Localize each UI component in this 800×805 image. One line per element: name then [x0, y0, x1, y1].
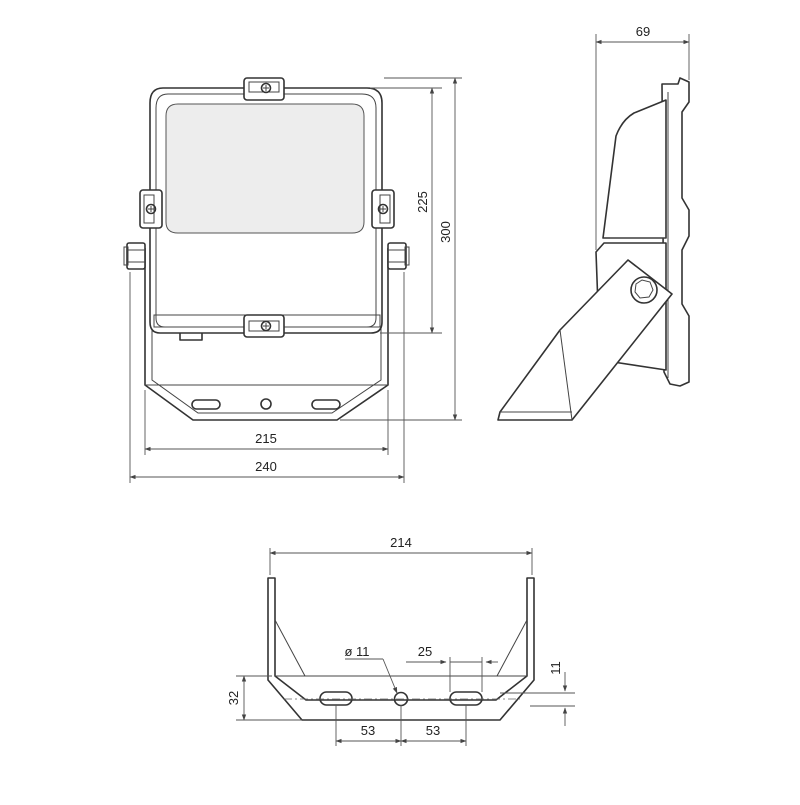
top-clip	[243, 77, 285, 101]
dim-offset-11: 11	[500, 661, 575, 726]
dim-width-240: 240	[129, 272, 405, 483]
right-clip	[371, 189, 395, 229]
screw-icon	[260, 82, 272, 94]
dim-label-53-right: 53	[426, 723, 440, 738]
dim-slot-25: 25	[406, 644, 498, 692]
dim-label-32: 32	[226, 691, 241, 705]
heat-sink	[602, 99, 667, 239]
pivot-knob-left	[123, 242, 146, 270]
side-view: 69	[497, 24, 690, 421]
left-clip	[139, 189, 163, 229]
dim-label-225: 225	[415, 191, 430, 213]
screw-icon	[145, 203, 157, 215]
dim-depth-69: 69	[595, 24, 690, 250]
front-view: 225 300 215 240	[123, 77, 462, 483]
bottom-clip	[243, 314, 285, 338]
dim-label-11: 11	[548, 661, 563, 675]
led-lens	[165, 103, 365, 234]
dim-slot-spacing: 53 53	[335, 705, 467, 746]
dim-label-215: 215	[255, 431, 277, 446]
front-bracket-hole	[260, 398, 272, 410]
dim-height-32: 32	[226, 675, 302, 721]
pivot-knob-right	[387, 242, 410, 270]
screw-icon	[260, 320, 272, 332]
dim-label-69: 69	[636, 24, 650, 39]
dim-label-240: 240	[255, 459, 277, 474]
dim-height-300: 300	[340, 77, 462, 421]
dim-width-215: 215	[144, 390, 389, 455]
housing-back-plate	[661, 77, 690, 387]
dim-label-53-left: 53	[361, 723, 375, 738]
front-bracket-slot-right	[311, 399, 341, 410]
dim-height-225: 225	[370, 87, 442, 334]
dim-width-214: 214	[269, 535, 533, 575]
front-bracket-slot-left	[191, 399, 221, 410]
dim-label-214: 214	[390, 535, 412, 550]
housing-front	[149, 87, 383, 334]
dim-label-25: 25	[418, 644, 432, 659]
pivot-nut	[630, 276, 658, 304]
front-bracket	[144, 248, 389, 421]
bracket-view: 214 ø 11 25 11	[226, 535, 575, 746]
dim-hole-diameter: ø 11	[344, 644, 398, 694]
dim-label-hole-diameter: ø 11	[344, 644, 369, 659]
dim-label-300: 300	[438, 221, 453, 243]
screw-icon	[377, 203, 389, 215]
